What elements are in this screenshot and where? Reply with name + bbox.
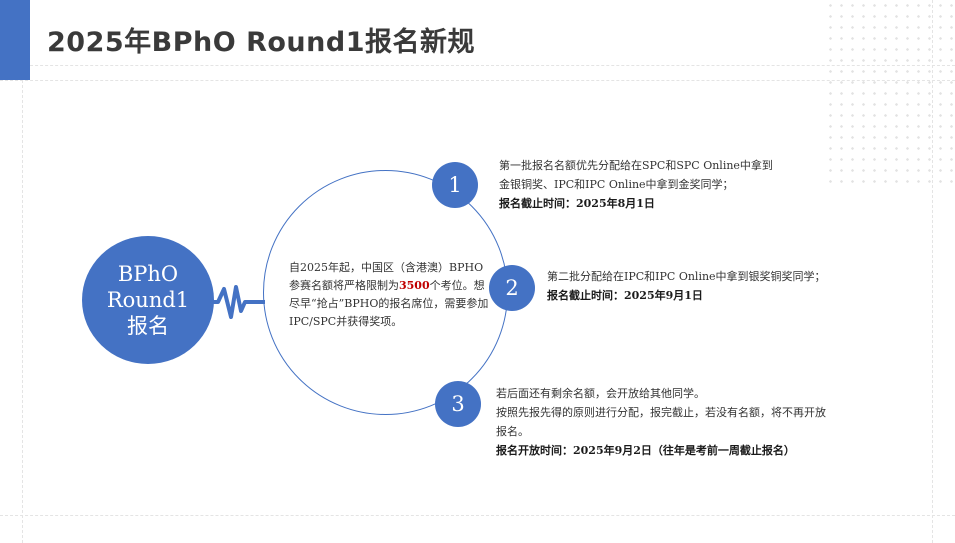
step-text-line: 第一批报名名额优先分配给在SPC和SPC Online中拿到 <box>499 159 773 172</box>
description-text: 个考位。想尽早“抢占”BPHO的报名席位，需要参加IPC/SPC并获得奖项。 <box>289 279 489 328</box>
step-text-line: 第二批分配给在IPC和IPC Online中拿到银奖铜奖同学； <box>547 270 826 283</box>
guide-line-left <box>22 0 23 543</box>
step-deadline: 报名截止时间：2025年9月1日 <box>547 289 703 302</box>
step-text-line: 报名。 <box>496 425 529 438</box>
step-text-line: 金银铜奖、IPC和IPC Online中拿到金奖同学； <box>499 178 734 191</box>
step-text-line: 按照先报先得的原则进行分配，报完截止，若没有名额，将不再开放 <box>496 406 826 419</box>
step-3-text: 若后面还有剩余名额，会开放给其他同学。 按照先报先得的原则进行分配，报完截止，若… <box>496 384 826 460</box>
slide-title: 2025年BPhO Round1报名新规 <box>47 27 475 58</box>
guide-line-header <box>0 80 955 81</box>
quota-number: 3500 <box>399 279 430 292</box>
step-1-text: 第一批报名名额优先分配给在SPC和SPC Online中拿到 金银铜奖、IPC和… <box>499 156 773 213</box>
guide-line-top <box>0 65 955 66</box>
step-2-text: 第二批分配给在IPC和IPC Online中拿到银奖铜奖同学； 报名截止时间：2… <box>547 267 826 305</box>
step-number-badge: 1 <box>432 162 478 208</box>
dot-pattern <box>825 0 955 190</box>
circle-label-line: BPhO <box>117 262 179 286</box>
quota-description: 自2025年起，中国区（含港澳）BPHO参赛名额将严格限制为3500个考位。想尽… <box>289 259 489 331</box>
guide-line-bottom <box>0 515 955 516</box>
bpho-round1-circle: BPhO Round1 报名 <box>82 236 214 364</box>
circle-label-line: Round1 <box>106 288 190 312</box>
circle-label-line: 报名 <box>127 314 169 338</box>
step-deadline: 报名截止时间：2025年8月1日 <box>499 197 655 210</box>
guide-line-right <box>932 0 933 543</box>
step-number-badge: 3 <box>435 381 481 427</box>
description-text: 自2025年起，中国区（含港澳）BPHO参赛名额将严格限制为 <box>289 261 484 292</box>
step-number-badge: 2 <box>489 265 535 311</box>
step-text-line: 若后面还有剩余名额，会开放给其他同学。 <box>496 387 705 400</box>
pulse-connector <box>205 285 265 319</box>
step-deadline: 报名开放时间：2025年9月2日（往年是考前一周截止报名） <box>496 444 795 457</box>
accent-bar <box>0 0 30 80</box>
